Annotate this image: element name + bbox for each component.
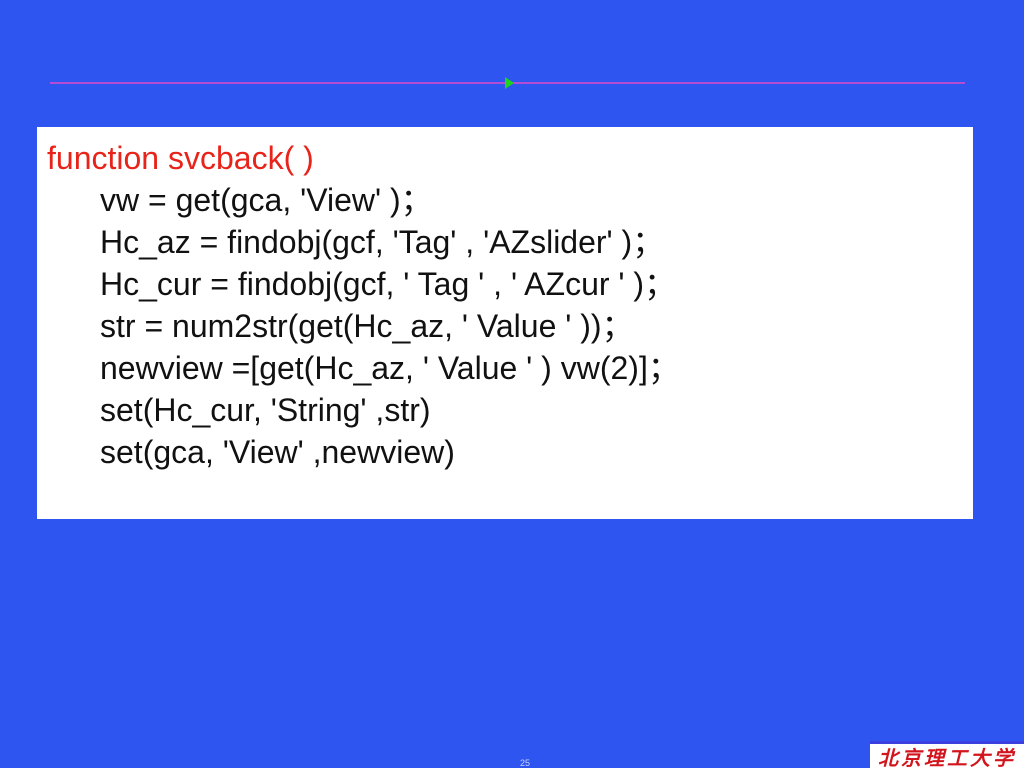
- code-line-4: str = num2str(get(Hc_az, ' Value ' ))；: [100, 308, 634, 344]
- code-line-6: set(Hc_cur, 'String' ,str): [100, 392, 431, 428]
- play-triangle-icon[interactable]: [505, 77, 514, 89]
- code-line-5: newview =[get(Hc_az, ' Value ' ) vw(2)]；: [100, 350, 680, 386]
- code-line-3: Hc_cur = findobj(gcf, ' Tag ' , ' AZcur …: [100, 266, 677, 302]
- code-block: function svcback( ) vw = get(gca, 'View'…: [37, 127, 973, 519]
- code-line-7: set(gca, 'View' ,newview): [100, 434, 455, 470]
- code-line-2: Hc_az = findobj(gcf, 'Tag' , 'AZslider' …: [100, 224, 665, 260]
- page-number: 25: [520, 758, 531, 768]
- code-line-1: vw = get(gca, 'View' )；: [100, 182, 433, 218]
- university-logo-text: 北京理工大学: [878, 745, 1016, 768]
- code-line-function-header: function svcback( ): [47, 140, 314, 176]
- university-logo: 北京理工大学: [870, 741, 1024, 768]
